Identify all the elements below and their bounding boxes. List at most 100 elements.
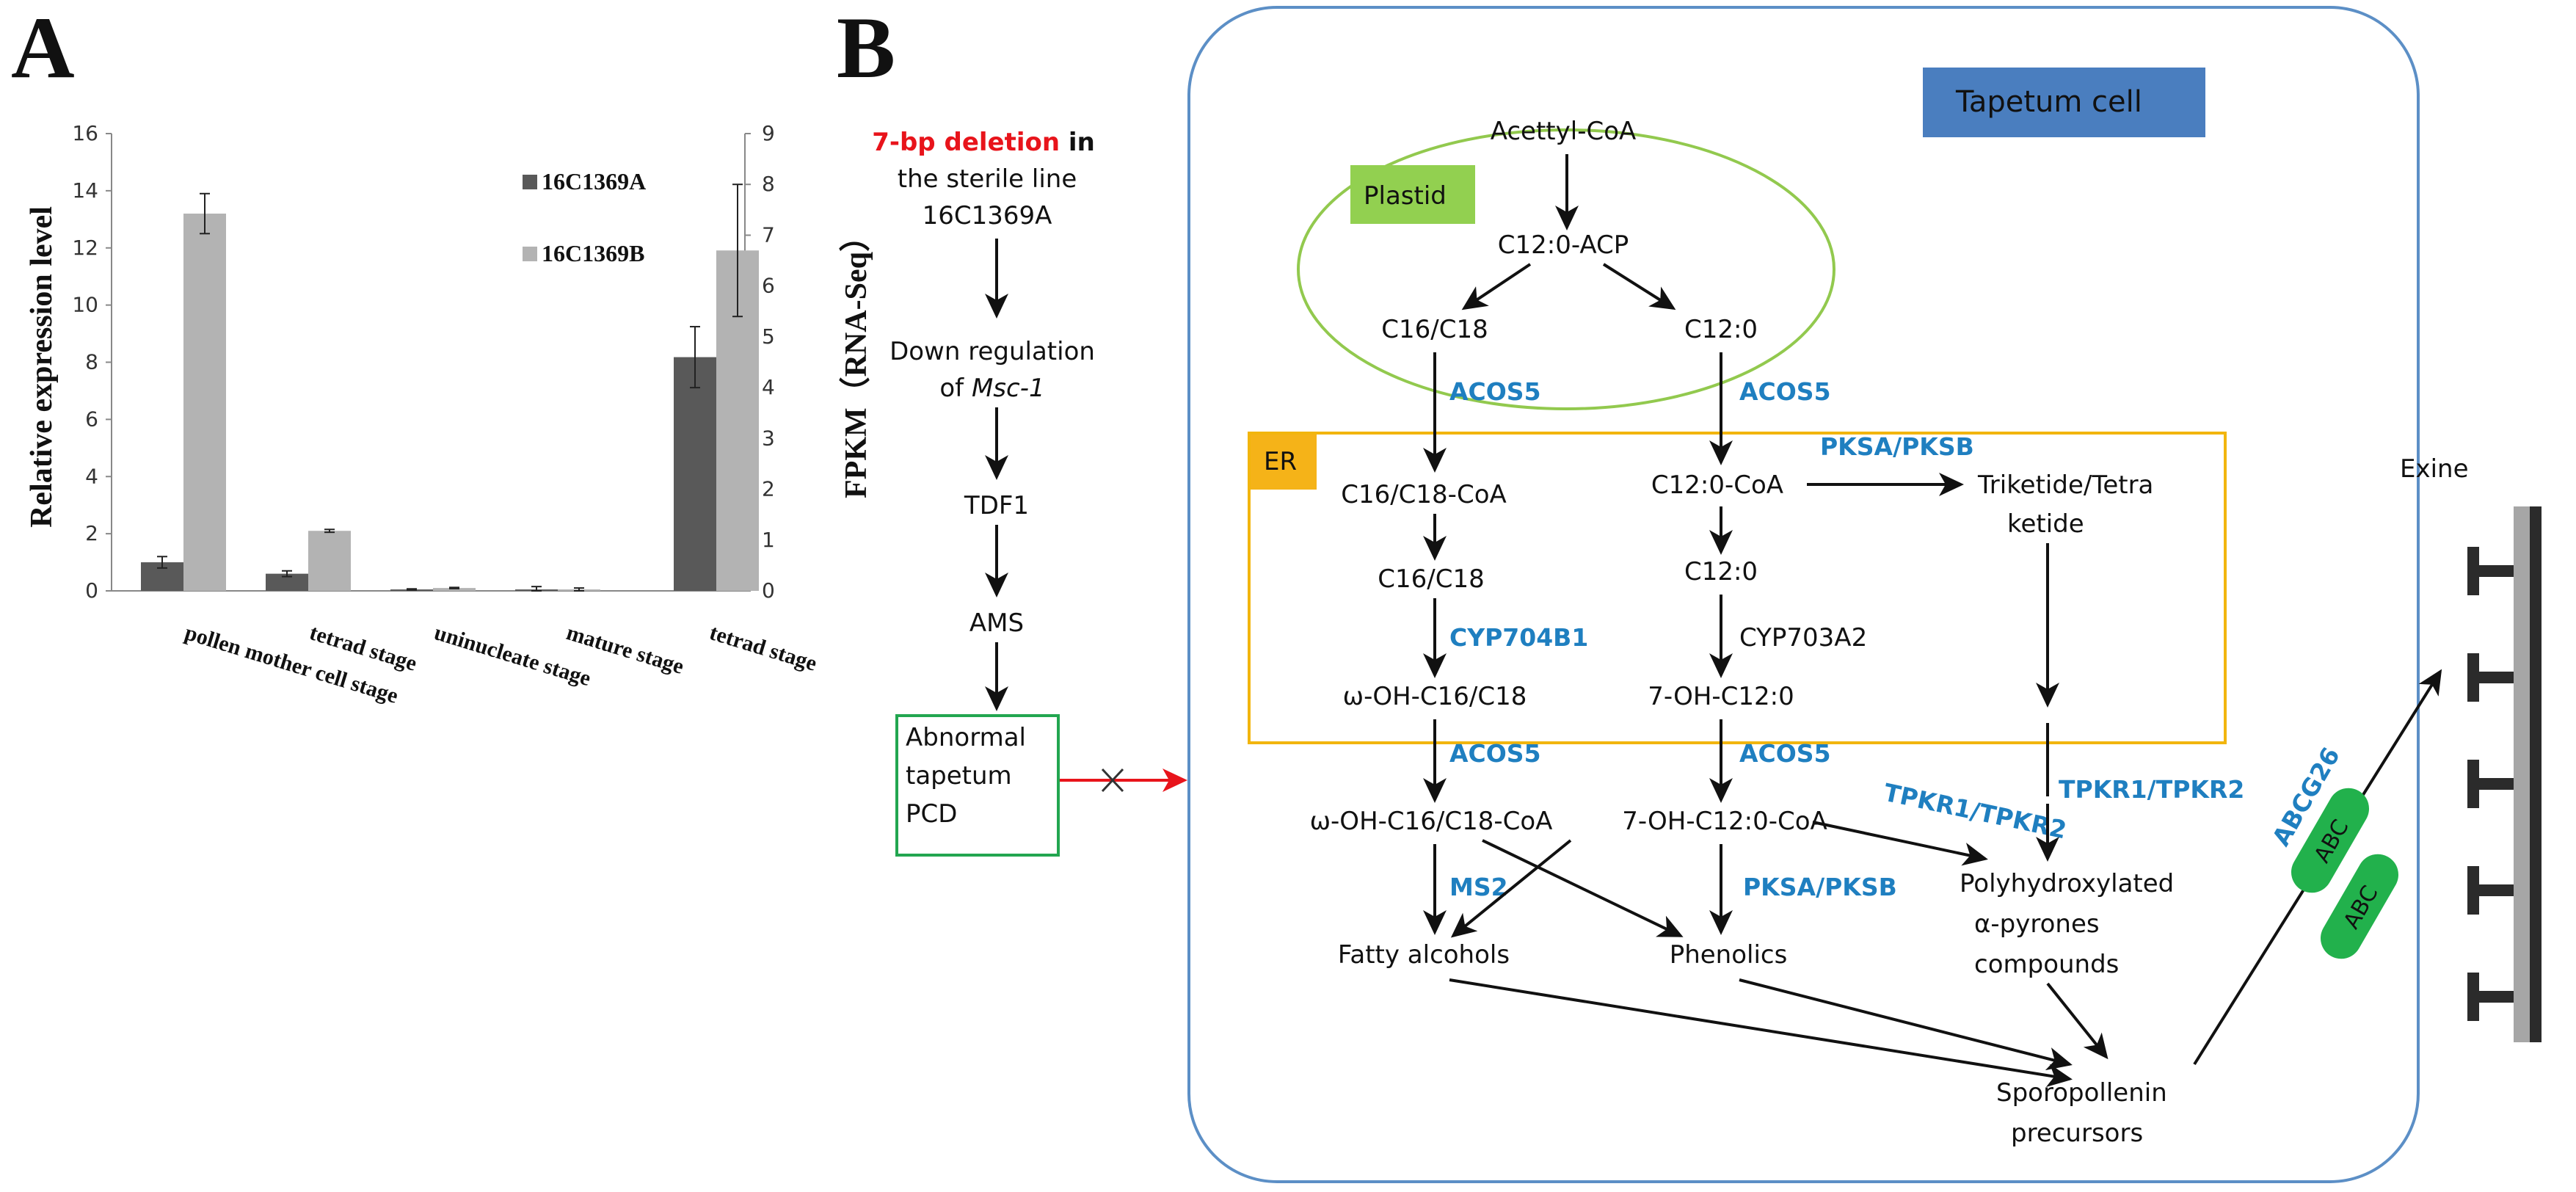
abnormal-text: Abnormal [906, 723, 1026, 752]
pcd-text: PCD [906, 799, 957, 829]
deletion-red-text: 7-bp deletion [872, 128, 1060, 157]
acos5-label-4: ACOS5 [1739, 739, 1831, 768]
left-tick-label: 4 [85, 464, 98, 488]
er-label: ER [1264, 447, 1297, 476]
triketide-line-1: Triketide/Tetra [1977, 470, 2153, 500]
regulation-chain: 7-bp deletion in the sterile line 16C136… [872, 128, 1187, 857]
cyp704b1-label: CYP704B1 [1449, 623, 1588, 652]
pathway-arrows [1423, 154, 2442, 1088]
right-tick-label: 5 [762, 324, 775, 349]
c12-plastid: C12:0 [1684, 315, 1758, 344]
bar-16c1369b-2 [433, 588, 476, 591]
c12-er: C12:0 [1684, 557, 1758, 586]
ms2-label: MS2 [1449, 873, 1508, 901]
panel-b: B 7-bp deletion in the sterile line 16C1… [837, 0, 2542, 1183]
left-tick-label: 2 [85, 521, 98, 545]
abc-transporter-2: ABC [2321, 854, 2398, 959]
plastid-label-box [1350, 165, 1475, 224]
left-tick-label: 0 [85, 578, 98, 603]
abnormal-tapetum-box [895, 714, 1060, 857]
triketide-line-2: ketide [2007, 509, 2084, 539]
er-outline [1248, 432, 2227, 744]
polyhydroxylated-line-3: compounds [1974, 950, 2119, 979]
bar-16c1369a-4 [674, 357, 716, 591]
polyhydroxylated-line-1: Polyhydroxylated [1960, 869, 2174, 898]
right-y-axis-label: FPKM（RNA-Seq） [839, 221, 873, 498]
left-tick-label: 12 [72, 236, 98, 260]
er-label-box [1251, 435, 1317, 490]
left-tick-label: 8 [85, 350, 98, 374]
category-label: tetrad stage [707, 620, 820, 676]
right-tick-label: 4 [762, 375, 775, 399]
exine-bacula [2467, 547, 2514, 1021]
acos5-label-2: ACOS5 [1739, 377, 1831, 406]
msc1-line: of Msc-1 [939, 374, 1044, 403]
line-id-text: 16C1369A [923, 201, 1052, 230]
tapetum-cell-label: Tapetum cell [1955, 85, 2142, 119]
exine-wall [2467, 506, 2542, 1042]
deletion-line: 7-bp deletion in [872, 128, 1095, 157]
sterile-line-text: the sterile line [898, 164, 1077, 194]
left-tick-label: 6 [85, 407, 98, 431]
right-tick-label: 3 [762, 426, 775, 450]
legend-swatch-16c1369b [523, 247, 537, 261]
acos5-label-1: ACOS5 [1449, 377, 1541, 406]
left-y-axis-label: Relative expression level [25, 206, 59, 528]
left-tick-label: 10 [72, 293, 98, 317]
phenolics: Phenolics [1670, 940, 1788, 970]
sporopollenin-line-1: Sporopollenin [1996, 1078, 2167, 1108]
tapetum-cell-label-box [1923, 68, 2205, 137]
right-tick-label: 7 [762, 222, 775, 247]
right-tick-label: 2 [762, 477, 775, 501]
tpkr-label-diagonal: TPKR1/TPKR2 [1881, 778, 2069, 845]
enzyme-labels: ACOS5 ACOS5 PKSA/PKSB CYP704B1 ACOS5 ACO… [1449, 377, 2346, 901]
plastid-outline [1297, 128, 1835, 410]
ams-text: AMS [969, 608, 1024, 638]
sporopollenin-line-2: precursors [2011, 1119, 2143, 1148]
block-cross-icon [1101, 768, 1124, 793]
panel-b-letter: B [837, 0, 895, 96]
metabolites: Acettyl-CoA C12:0-ACP C16/C18 C12:0 C16/… [1310, 117, 2469, 1148]
legend-label-16c1369a: 16C1369A [542, 168, 646, 195]
right-tick-label: 1 [762, 528, 775, 552]
c16-c18-coa: C16/C18-CoA [1341, 480, 1507, 509]
right-tick-label: 8 [762, 172, 775, 196]
7-oh-c12: 7-OH-C12:0 [1648, 682, 1794, 711]
left-y-axis: 0 2 4 6 8 10 12 14 16 [72, 121, 745, 603]
tpkr-label-right: TPKR1/TPKR2 [2059, 775, 2244, 804]
left-tick-label: 16 [72, 121, 98, 145]
c12-coa: C12:0-CoA [1651, 470, 1783, 500]
panel-a-letter: A [11, 0, 75, 96]
fatty-alcohols: Fatty alcohols [1338, 940, 1510, 970]
c16-c18-plastid: C16/C18 [1381, 315, 1488, 344]
legend-swatch-16c1369a [523, 175, 537, 189]
c16-c18-er: C16/C18 [1378, 564, 1484, 594]
category-label: pollen mother cell stage [182, 620, 401, 708]
c12-acp: C12:0-ACP [1498, 230, 1629, 260]
tapetum-cell-outline [1187, 6, 2420, 1183]
omega-oh-c16-c18-coa: ω-OH-C16/C18-CoA [1310, 807, 1553, 836]
tapetum-text: tapetum [906, 761, 1012, 791]
legend: 16C1369A 16C1369B [523, 168, 646, 266]
pksa-pksb-label-top: PKSA/PKSB [1820, 432, 1974, 461]
cyp703a2-label: CYP703A2 [1739, 623, 1867, 653]
omega-oh-c16-c18: ω-OH-C16/C18 [1343, 682, 1527, 711]
tdf1-text: TDF1 [964, 491, 1029, 520]
right-tick-label: 0 [762, 578, 775, 603]
acetyl-coa: Acettyl-CoA [1491, 117, 1637, 146]
bar-16c1369b-1 [308, 531, 351, 591]
legend-label-16c1369b: 16C1369B [542, 240, 644, 266]
down-regulation-text: Down regulation [889, 337, 1095, 366]
left-tick-label: 14 [72, 178, 98, 203]
plastid-label: Plastid [1364, 181, 1447, 211]
bar-16c1369b-0 [183, 214, 226, 591]
exine-label: Exine [2400, 454, 2469, 484]
7-oh-c12-coa: 7-OH-C12:0-CoA [1622, 807, 1827, 836]
acos5-label-3: ACOS5 [1449, 739, 1541, 768]
pksa-pksb-label-bottom: PKSA/PKSB [1743, 873, 1897, 901]
msc1-gene: Msc-1 [972, 374, 1045, 403]
polyhydroxylated-line-2: α-pyrones [1974, 909, 2100, 939]
bar-16c1369a-1 [266, 573, 308, 591]
